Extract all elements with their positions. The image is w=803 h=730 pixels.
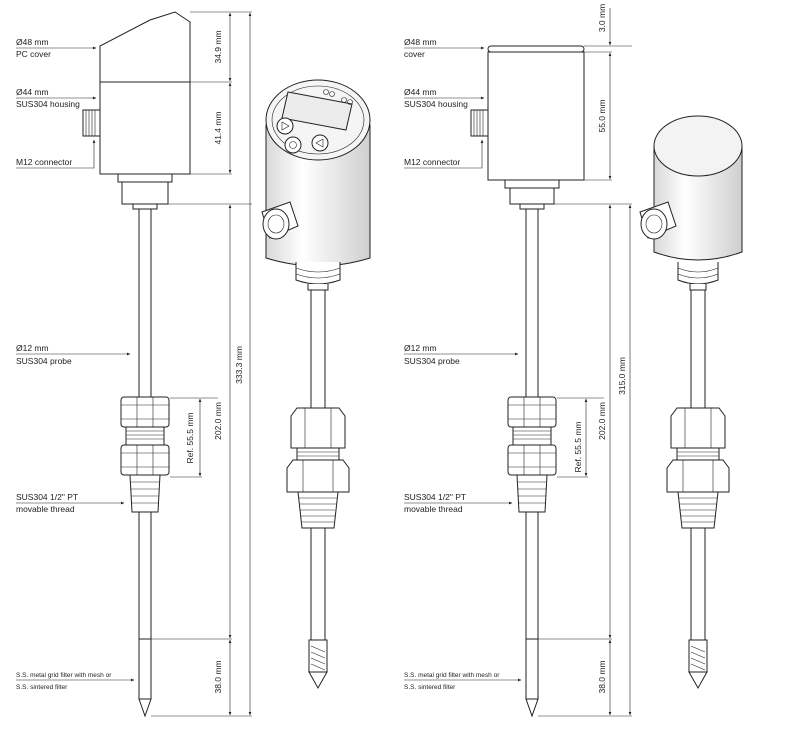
housing-size-label: Ø44 mm (16, 87, 49, 97)
connector-label: M12 connector (16, 157, 72, 167)
housing-name-label-right: SUS304 housing (404, 99, 468, 109)
dim-probe-right: 202.0 mm (597, 402, 607, 440)
dim-housing: 41.4 mm (213, 111, 223, 144)
housing-name-label: SUS304 housing (16, 99, 80, 109)
lcd-display (281, 91, 353, 131)
thread-label-line1: SUS304 1/2" PT (16, 492, 78, 502)
dim-total: 333.3 mm (234, 346, 244, 384)
dim-filter: 38.0 mm (213, 660, 223, 693)
sus304-housing-right (487, 51, 585, 181)
top-cap-3d (653, 115, 743, 177)
probe-name-label: SUS304 probe (16, 356, 72, 366)
right-dimensioned-view: Ø48 mm cover Ø44 mm SUS304 housing M12 c… (404, 4, 632, 718)
dim-cover: 34.9 mm (213, 30, 223, 63)
cover-name-label-right: cover (404, 49, 425, 59)
m12-connector-right (470, 109, 489, 137)
cover-size-label: Ø48 mm (16, 37, 49, 47)
thread-label-line2: movable thread (16, 504, 75, 514)
cover-size-label-right: Ø48 mm (404, 37, 437, 47)
m12-connector-3d-right (640, 208, 668, 240)
housing-size-label-right: Ø44 mm (404, 87, 437, 97)
perspective-view-display (261, 79, 371, 690)
filter-label-line1-right: S.S. metal grid filter with mesh or (404, 672, 500, 679)
probe-name-label-right: SUS304 probe (404, 356, 460, 366)
thread-label-line1-right: SUS304 1/2" PT (404, 492, 466, 502)
button-middle-icon (284, 136, 302, 154)
probe-size-label: Ø12 mm (16, 343, 49, 353)
perspective-view-blind (639, 115, 743, 690)
filter-label-line2-right: S.S. sintered filter (404, 684, 456, 691)
thread-fitting (120, 396, 170, 428)
left-dimensioned-view: Ø48 mm PC cover Ø44 mm SUS304 housing M1… (16, 11, 252, 718)
button-left-icon (276, 117, 294, 135)
filter-label-line2: S.S. sintered filter (16, 684, 68, 691)
housing-neck (117, 173, 173, 183)
cover-name-label: PC cover (16, 49, 51, 59)
dim-housing-right: 55.0 mm (597, 99, 607, 132)
connector-label-right: M12 connector (404, 157, 460, 167)
dim-filter-right: 38.0 mm (597, 660, 607, 693)
button-right-icon (311, 134, 329, 152)
dim-cover-right: 3.0 mm (597, 4, 607, 32)
sensor-filter (138, 638, 152, 700)
cover-cap (487, 45, 585, 53)
probe-tube-3d (310, 289, 326, 414)
sus304-housing (99, 81, 191, 175)
dim-ref-thread: Ref. 55.5 mm (185, 412, 195, 463)
dim-probe: 202.0 mm (213, 402, 223, 440)
filter-label-line1: S.S. metal grid filter with mesh or (16, 672, 112, 679)
probe-size-label-right: Ø12 mm (404, 343, 437, 353)
thread-label-line2-right: movable thread (404, 504, 463, 514)
m12-connector (82, 109, 101, 137)
dim-ref-thread-right: Ref. 55.5 mm (573, 421, 583, 472)
dim-total-right: 315.0 mm (617, 357, 627, 395)
